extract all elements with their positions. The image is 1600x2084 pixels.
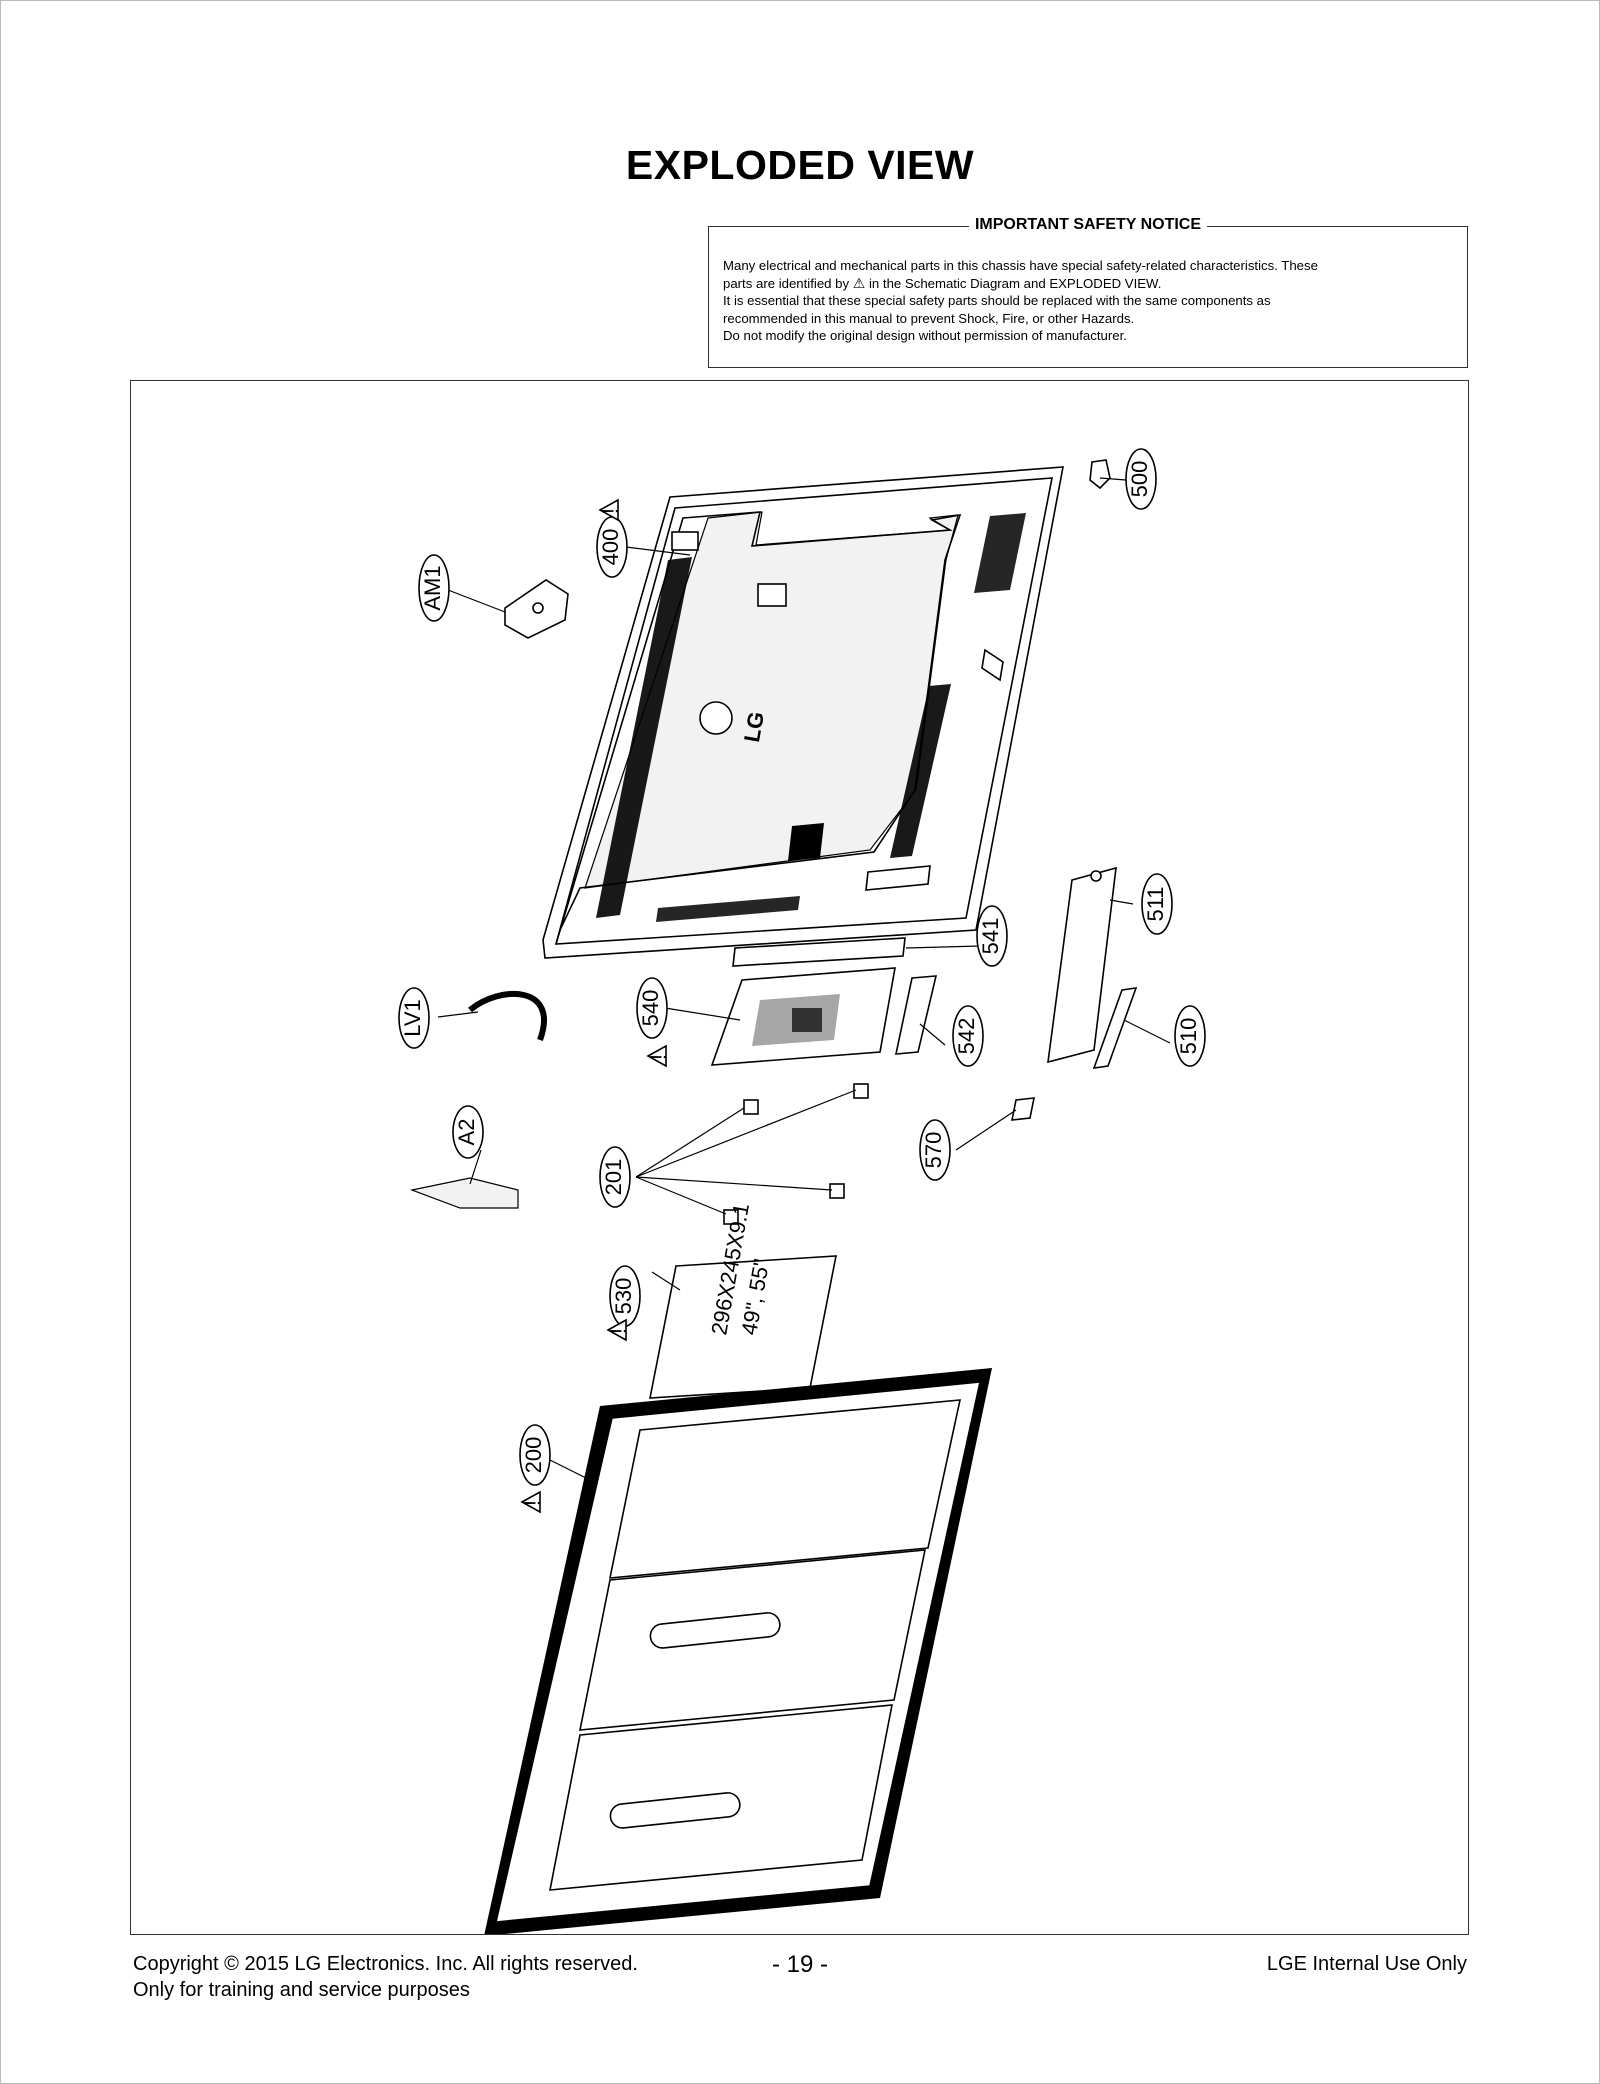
part-label-500: 500 <box>1125 448 1157 510</box>
safety-notice-box: IMPORTANT SAFETY NOTICE Many electrical … <box>708 216 1468 368</box>
footer-left: Copyright © 2015 LG Electronics. Inc. Al… <box>133 1951 638 2003</box>
safety-warning-icon: ! <box>598 498 623 522</box>
safety-notice-heading: IMPORTANT SAFETY NOTICE <box>968 216 1208 233</box>
svg-text:530: 530 <box>611 1278 636 1315</box>
display-panel-200 <box>484 1368 992 1934</box>
svg-text:201: 201 <box>601 1159 626 1196</box>
safety-notice-text: Many electrical and mechanical parts in … <box>723 257 1453 345</box>
notice-line-4: recommended in this manual to prevent Sh… <box>723 310 1135 326</box>
safety-warning-icon: ! <box>606 1318 631 1342</box>
part-label-511: 511 <box>1141 873 1173 935</box>
back-cover-part: LG <box>542 466 1064 959</box>
lvds-cable-lv1 <box>468 990 547 1042</box>
notice-line-1: Many electrical and mechanical parts in … <box>723 258 1318 273</box>
notice-line-5: Do not modify the original design withou… <box>723 328 1127 343</box>
safety-warning-icon: ! <box>520 1490 545 1514</box>
bracket-part-500 <box>1089 459 1111 490</box>
part-label-a2: A2 <box>452 1105 484 1159</box>
internal-use-label: LGE Internal Use Only <box>1266 1953 1467 1975</box>
clip-part-am1 <box>504 579 569 639</box>
power-module-530: 296X245X9.1 49", 55" <box>649 1201 837 1399</box>
part-label-570: 570 <box>919 1119 951 1181</box>
svg-text:542: 542 <box>954 1018 979 1055</box>
safety-warning-icon: ! <box>646 1044 671 1068</box>
diagram-frame <box>130 380 1469 1935</box>
page-number: - 19 - <box>771 1951 828 1978</box>
notice-line-2-post: in the Schematic Diagram and EXPLODED VI… <box>869 275 1162 291</box>
purpose-text: Only for training and service purposes <box>133 1979 470 2001</box>
svg-text:!: ! <box>520 1500 545 1506</box>
bracket-part-541 <box>732 937 906 967</box>
part-label-510: 510 <box>1174 1005 1206 1067</box>
svg-text:400: 400 <box>598 529 623 566</box>
part-label-lv1: LV1 <box>398 987 430 1049</box>
part-label-200: 200 <box>519 1424 551 1486</box>
main-board-540 <box>710 967 896 1066</box>
part-label-201: 201 <box>599 1146 631 1208</box>
svg-text:511: 511 <box>1143 886 1168 921</box>
notice-line-3: It is essential that these special safet… <box>723 293 1271 308</box>
part-label-530: 530 <box>609 1265 641 1327</box>
svg-text:200: 200 <box>521 1437 546 1474</box>
exploded-view-diagram: LG 296X245X9.1 49", 55" <box>398 448 1206 1934</box>
part-label-542: 542 <box>952 1005 984 1067</box>
svg-text:!: ! <box>598 508 623 514</box>
svg-text:500: 500 <box>1127 461 1152 498</box>
svg-text:510: 510 <box>1176 1018 1201 1055</box>
stand-part-a2 <box>409 1177 519 1209</box>
svg-text:A2: A2 <box>454 1119 479 1146</box>
lg-logo-text: LG <box>739 710 769 744</box>
svg-text:570: 570 <box>921 1132 946 1169</box>
key-board-510 <box>1092 987 1138 1069</box>
svg-text:AM1: AM1 <box>420 565 445 610</box>
svg-text:!: ! <box>606 1328 631 1334</box>
page-title: EXPLODED VIEW <box>625 142 975 188</box>
svg-text:!: ! <box>646 1054 671 1060</box>
lg-logo: LG <box>699 701 769 744</box>
part-label-am1: AM1 <box>418 554 450 622</box>
part-label-400: 400 <box>596 516 628 578</box>
part-label-541: 541 <box>976 905 1008 967</box>
bracket-part-511 <box>1047 866 1117 1064</box>
part-label-540: 540 <box>636 977 668 1039</box>
svg-text:540: 540 <box>638 990 663 1027</box>
copyright-text: Copyright © 2015 LG Electronics. Inc. Al… <box>133 1953 638 1975</box>
svg-text:541: 541 <box>978 918 1003 955</box>
svg-text:LV1: LV1 <box>400 999 425 1037</box>
clips-part-201 <box>723 1083 869 1225</box>
connector-part-542 <box>894 975 938 1055</box>
warning-triangle-icon: ⚠ <box>852 274 866 291</box>
ir-board-570 <box>1011 1097 1035 1121</box>
notice-line-2-pre: parts are identified by <box>723 275 850 291</box>
